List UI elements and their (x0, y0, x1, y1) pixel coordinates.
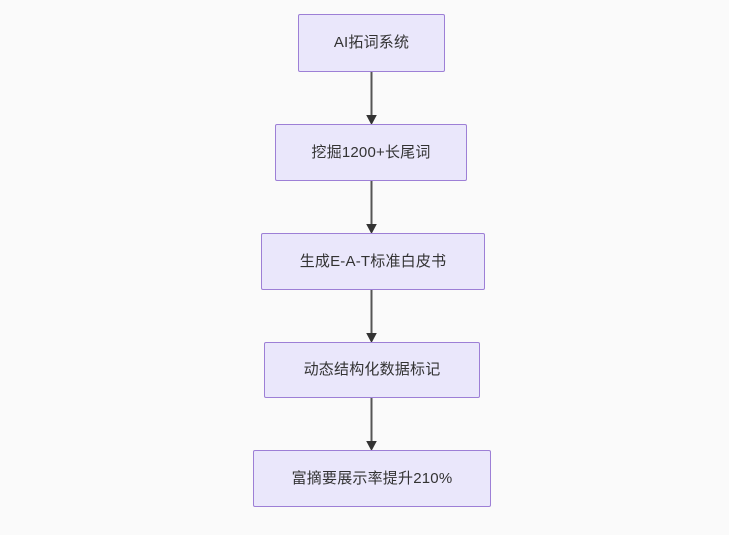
flow-node-label: AI拓词系统 (333, 34, 410, 51)
flow-node-generate-eat-whitepaper[interactable]: 生成E-A-T标准白皮书 (261, 233, 485, 290)
edge-n1-to-n2 (366, 70, 377, 125)
flow-node-label: 生成E-A-T标准白皮书 (299, 252, 447, 270)
flow-node-ai-keyword-system[interactable]: AI拓词系统 (298, 14, 445, 72)
edge-n2-to-n3 (366, 179, 377, 234)
flow-node-dynamic-structured-data-markup[interactable]: 动态结构化数据标记 (264, 342, 480, 398)
flow-node-label: 富摘要展示率提升210% (291, 469, 453, 487)
edge-n4-to-n5 (366, 396, 377, 451)
flow-node-rich-snippet-impression-uplift[interactable]: 富摘要展示率提升210% (253, 450, 491, 507)
flow-node-label: 挖掘1200+长尾词 (311, 143, 431, 161)
edge-n3-to-n4 (366, 288, 377, 343)
flow-node-mine-longtail-keywords[interactable]: 挖掘1200+长尾词 (275, 124, 467, 181)
flow-node-label: 动态结构化数据标记 (303, 361, 441, 378)
